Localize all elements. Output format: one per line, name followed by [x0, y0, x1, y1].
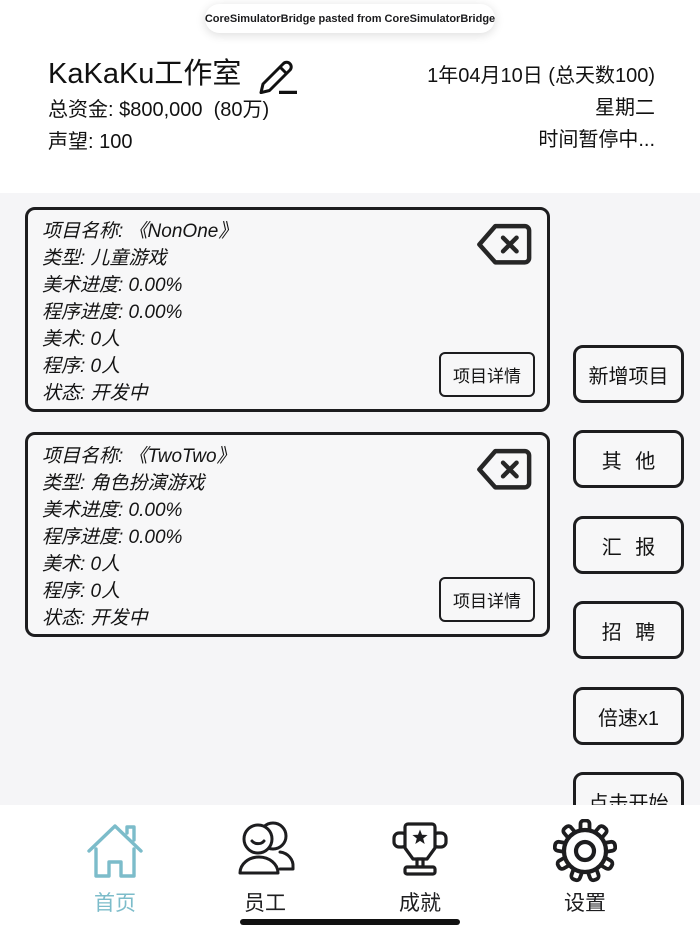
art-staff: 美术: 0人 — [42, 329, 121, 350]
speed-button[interactable]: 倍速x1 — [573, 687, 684, 745]
project-details-button[interactable]: 项目详情 — [439, 577, 535, 622]
project-type: 类型: 角色扮演游戏 — [42, 473, 205, 494]
trophy-icon — [386, 817, 454, 885]
tab-label: 设置 — [564, 892, 606, 915]
other-button[interactable]: 其 他 — [573, 430, 684, 488]
tab-home[interactable]: 首页 — [55, 817, 175, 922]
tab-achievements[interactable]: 成就 — [360, 817, 480, 922]
project-details-button[interactable]: 项目详情 — [439, 352, 535, 397]
project-name: 项目名称: 《TwoTwo》 — [42, 446, 236, 467]
simulator-paste-banner: CoreSimulatorBridge pasted from CoreSimu… — [205, 4, 495, 33]
project-status: 状态: 开发中 — [42, 383, 148, 404]
weekday-text: 星期二 — [595, 97, 655, 119]
art-progress: 美术进度: 0.00% — [42, 500, 183, 521]
tab-label: 成就 — [399, 892, 441, 915]
home-indicator[interactable] — [240, 919, 460, 925]
program-staff: 程序: 0人 — [42, 356, 121, 377]
funds-text: 总资金: $800,000 (80万) — [48, 99, 270, 121]
header-right: 1年04月10日 (总天数100) 星期二 时间暂停中... — [427, 60, 655, 193]
backspace-delete-icon[interactable] — [475, 222, 533, 267]
project-card: 项目名称: 《NonOne》 类型: 儿童游戏 美术进度: 0.00% 程序进度… — [25, 207, 550, 412]
project-card: 项目名称: 《TwoTwo》 类型: 角色扮演游戏 美术进度: 0.00% 程序… — [25, 432, 550, 637]
people-icon — [231, 817, 299, 885]
tab-bar: 首页 员工 — [0, 805, 700, 934]
report-button[interactable]: 汇 报 — [573, 516, 684, 574]
tab-employees[interactable]: 员工 — [205, 817, 325, 922]
project-status: 状态: 开发中 — [42, 608, 148, 629]
date-text: 1年04月10日 (总天数100) — [427, 65, 655, 87]
program-progress: 程序进度: 0.00% — [42, 527, 183, 548]
tab-settings[interactable]: 设置 — [525, 817, 645, 922]
recruit-button[interactable]: 招 聘 — [573, 601, 684, 659]
program-progress: 程序进度: 0.00% — [42, 302, 183, 323]
project-name: 项目名称: 《NonOne》 — [42, 221, 238, 242]
program-staff: 程序: 0人 — [42, 581, 121, 602]
studio-name: KaKaKu工作室 — [48, 58, 242, 90]
tab-label: 员工 — [244, 892, 286, 915]
time-status-text: 时间暂停中... — [538, 129, 655, 151]
art-progress: 美术进度: 0.00% — [42, 275, 183, 296]
reputation-text: 声望: 100 — [48, 131, 133, 153]
start-button[interactable]: 点击开始 — [573, 772, 684, 805]
art-staff: 美术: 0人 — [42, 554, 121, 575]
home-icon — [81, 817, 149, 885]
backspace-delete-icon[interactable] — [475, 447, 533, 492]
pencil-icon[interactable] — [255, 54, 301, 95]
gear-icon — [551, 817, 619, 885]
tab-label: 首页 — [94, 892, 136, 915]
header-left: KaKaKu工作室 总资金: $800,000 (80万) 声望: 100 — [48, 52, 301, 193]
project-type: 类型: 儿童游戏 — [42, 248, 167, 269]
new-project-button[interactable]: 新增项目 — [573, 345, 684, 403]
main-content: 项目名称: 《NonOne》 类型: 儿童游戏 美术进度: 0.00% 程序进度… — [0, 193, 700, 805]
